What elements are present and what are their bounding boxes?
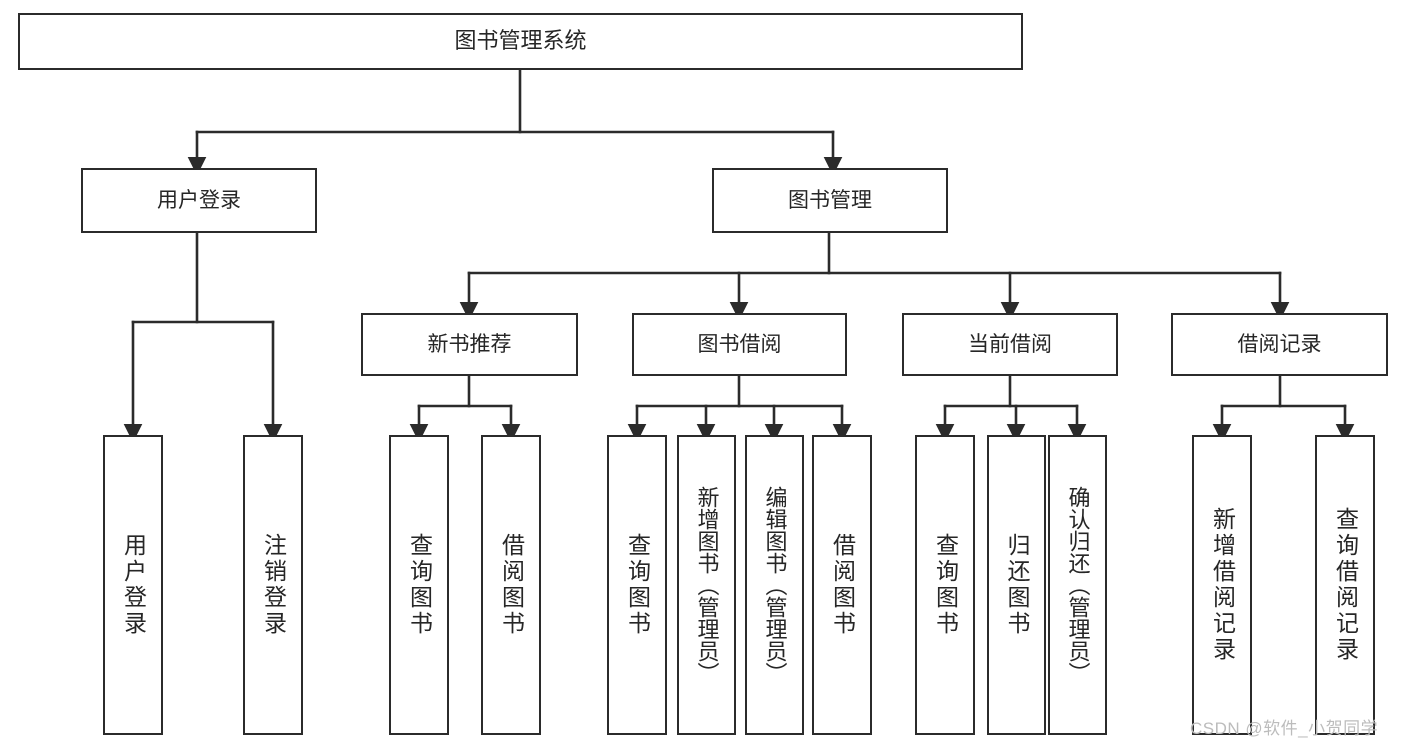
node-label: 新增图书（管理员） (694, 486, 720, 684)
node-label: 用户登录 (157, 188, 241, 212)
node-book-borrow[interactable]: 图书借阅 (632, 313, 847, 376)
node-label: 图书管理系统 (454, 28, 587, 54)
node-leaf-borrow-book-2[interactable]: 借阅图书 (812, 435, 872, 735)
node-label: 借阅记录 (1237, 332, 1322, 356)
node-leaf-borrow-book-1[interactable]: 借阅图书 (481, 435, 541, 735)
node-leaf-user-login[interactable]: 用户登录 (103, 435, 163, 735)
node-label: 当前借阅 (968, 332, 1052, 356)
node-leaf-logout-login[interactable]: 注销登录 (243, 435, 303, 735)
node-label: 查询图书 (406, 533, 433, 637)
node-label: 查询图书 (624, 533, 651, 637)
node-user-login[interactable]: 用户登录 (81, 168, 317, 233)
node-new-book-recommend[interactable]: 新书推荐 (361, 313, 578, 376)
node-label: 用户登录 (120, 533, 147, 637)
node-borrow-record[interactable]: 借阅记录 (1171, 313, 1388, 376)
node-current-borrow[interactable]: 当前借阅 (902, 313, 1118, 376)
node-leaf-add-book[interactable]: 新增图书（管理员） (677, 435, 736, 735)
node-leaf-confirm-return[interactable]: 确认归还（管理员） (1048, 435, 1107, 735)
node-label: 新增借阅记录 (1209, 507, 1236, 663)
node-label: 注销登录 (260, 533, 287, 637)
node-leaf-add-record[interactable]: 新增借阅记录 (1192, 435, 1252, 735)
node-leaf-query-book-3[interactable]: 查询图书 (915, 435, 975, 735)
node-label: 图书管理 (788, 188, 872, 212)
node-label: 查询图书 (932, 533, 959, 637)
node-label: 借阅图书 (498, 533, 525, 637)
node-label: 新书推荐 (427, 332, 512, 356)
csdn-watermark: CSDN @软件_小贺同学 (1190, 719, 1379, 738)
node-label: 查询借阅记录 (1332, 507, 1359, 663)
node-leaf-query-book-1[interactable]: 查询图书 (389, 435, 449, 735)
node-label: 借阅图书 (829, 533, 856, 637)
node-leaf-edit-book[interactable]: 编辑图书（管理员） (745, 435, 804, 735)
node-label: 确认归还（管理员） (1065, 486, 1091, 684)
node-leaf-query-book-2[interactable]: 查询图书 (607, 435, 667, 735)
node-book-management[interactable]: 图书管理 (712, 168, 948, 233)
node-label: 编辑图书（管理员） (762, 486, 788, 684)
node-label: 归还图书 (1004, 533, 1030, 637)
node-root-book-management-system[interactable]: 图书管理系统 (18, 13, 1023, 70)
node-leaf-query-record[interactable]: 查询借阅记录 (1315, 435, 1375, 735)
node-label: 图书借阅 (697, 332, 782, 356)
node-leaf-return-book[interactable]: 归还图书 (987, 435, 1046, 735)
